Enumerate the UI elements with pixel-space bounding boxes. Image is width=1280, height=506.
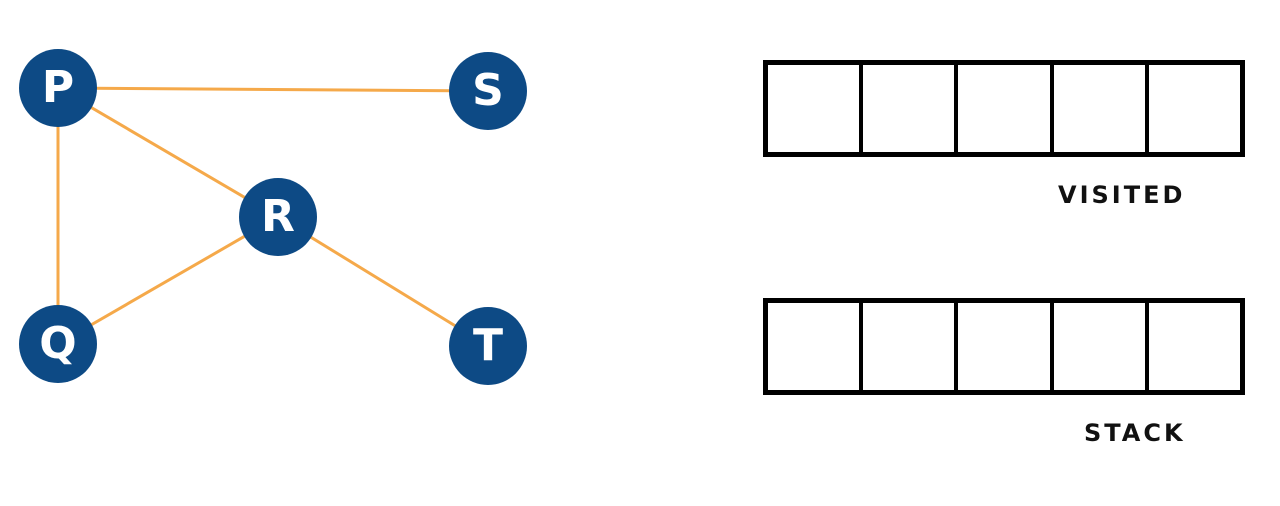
visited-cell xyxy=(1054,65,1149,152)
node-t: T xyxy=(449,307,527,385)
stack-array xyxy=(763,298,1245,395)
edge-r-t xyxy=(277,215,489,348)
edge-p-s xyxy=(57,86,489,93)
node-label: S xyxy=(472,65,504,116)
node-label: T xyxy=(473,320,503,371)
stack-cell xyxy=(1149,303,1240,390)
stack-cell xyxy=(1054,303,1149,390)
graph-edges xyxy=(56,86,489,348)
node-circle xyxy=(19,49,97,127)
visited-cell xyxy=(863,65,959,152)
node-r: R xyxy=(239,178,317,256)
node-p: P xyxy=(19,49,97,127)
node-q: Q xyxy=(19,305,97,383)
node-circle xyxy=(449,307,527,385)
stack-cell xyxy=(768,303,864,390)
stack-label: STACK xyxy=(1084,419,1186,447)
node-label: R xyxy=(261,191,295,242)
graph-diagram: P S R Q T xyxy=(19,49,527,385)
visited-cell xyxy=(1149,65,1240,152)
stack-cell xyxy=(958,303,1054,390)
graph-nodes: P S R Q T xyxy=(19,49,527,385)
edge-r-q xyxy=(57,215,279,346)
stack-cell xyxy=(863,303,959,390)
node-s: S xyxy=(449,52,527,130)
visited-array xyxy=(763,60,1245,157)
node-label: Q xyxy=(39,318,76,369)
visited-label: VISITED xyxy=(1058,181,1186,209)
node-circle xyxy=(19,305,97,383)
visited-cell xyxy=(958,65,1054,152)
node-circle xyxy=(449,52,527,130)
visited-cell xyxy=(768,65,864,152)
edge-p-r xyxy=(57,86,279,219)
node-label: P xyxy=(42,62,74,113)
node-circle xyxy=(239,178,317,256)
